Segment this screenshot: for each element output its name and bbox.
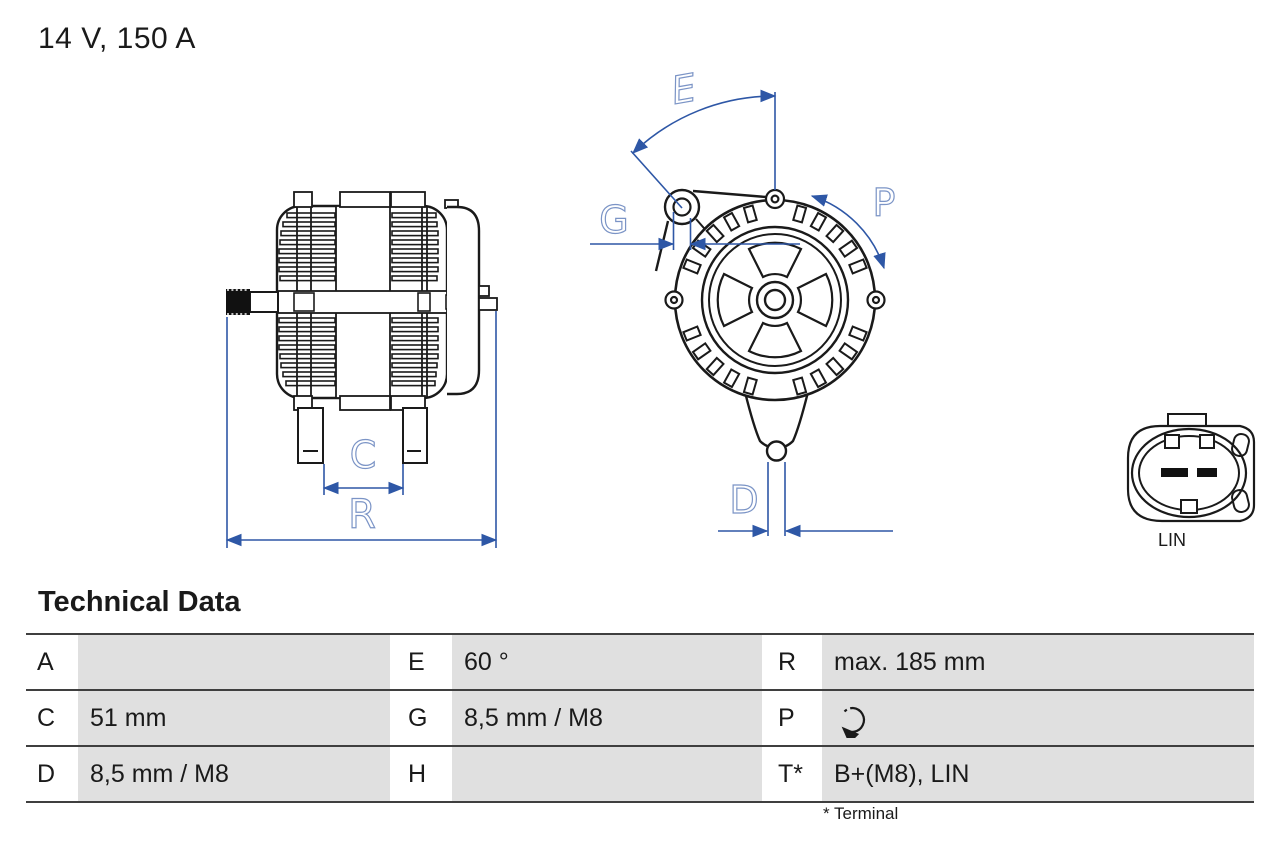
row-key: G [390, 691, 452, 745]
dim-label-g: G [599, 198, 628, 242]
table-row: D 8,5 mm / M8 H T* B+(M8), LIN [26, 745, 1254, 801]
row-key: T* [762, 747, 822, 801]
connector-pins [1161, 468, 1217, 477]
dim-label-p: P [873, 181, 896, 225]
row-value: 60 ° [452, 635, 762, 689]
row-key: H [390, 747, 452, 801]
technical-data-table: A E 60 ° R max. 185 mm C 51 mm G 8,5 mm … [26, 633, 1254, 803]
table-row: A E 60 ° R max. 185 mm [26, 633, 1254, 689]
row-key: A [26, 635, 78, 689]
table-row: C 51 mm G 8,5 mm / M8 P [26, 689, 1254, 745]
terminal-footnote: * Terminal [823, 804, 899, 823]
threaded-shaft [226, 289, 250, 315]
row-key: E [390, 635, 452, 689]
row-value: 8,5 mm / M8 [78, 747, 390, 801]
row-key: R [762, 635, 822, 689]
row-value [78, 635, 390, 689]
side-view-dimensions [225, 311, 498, 548]
dim-label-c: C [350, 433, 377, 477]
row-value [822, 691, 1254, 745]
row-value: 51 mm [78, 691, 390, 745]
rotation-clockwise-icon [841, 706, 866, 738]
row-value: max. 185 mm [822, 635, 1254, 689]
dim-label-d: D [729, 478, 758, 522]
table-title: Technical Data [38, 586, 241, 618]
connector-label: LIN [1158, 530, 1186, 550]
row-key: D [26, 747, 78, 801]
dim-label-e: E [668, 65, 699, 113]
lin-connector-icon [1126, 413, 1256, 523]
side-view-drawing [226, 191, 498, 464]
row-value [452, 747, 762, 801]
voltage-current-rating: 14 V, 150 A [38, 22, 196, 55]
row-value: 8,5 mm / M8 [452, 691, 762, 745]
row-key: C [26, 691, 78, 745]
row-value: B+(M8), LIN [822, 747, 1254, 801]
front-view-dimensions [590, 89, 893, 538]
row-key: P [762, 691, 822, 745]
dim-label-r: R [348, 492, 376, 538]
